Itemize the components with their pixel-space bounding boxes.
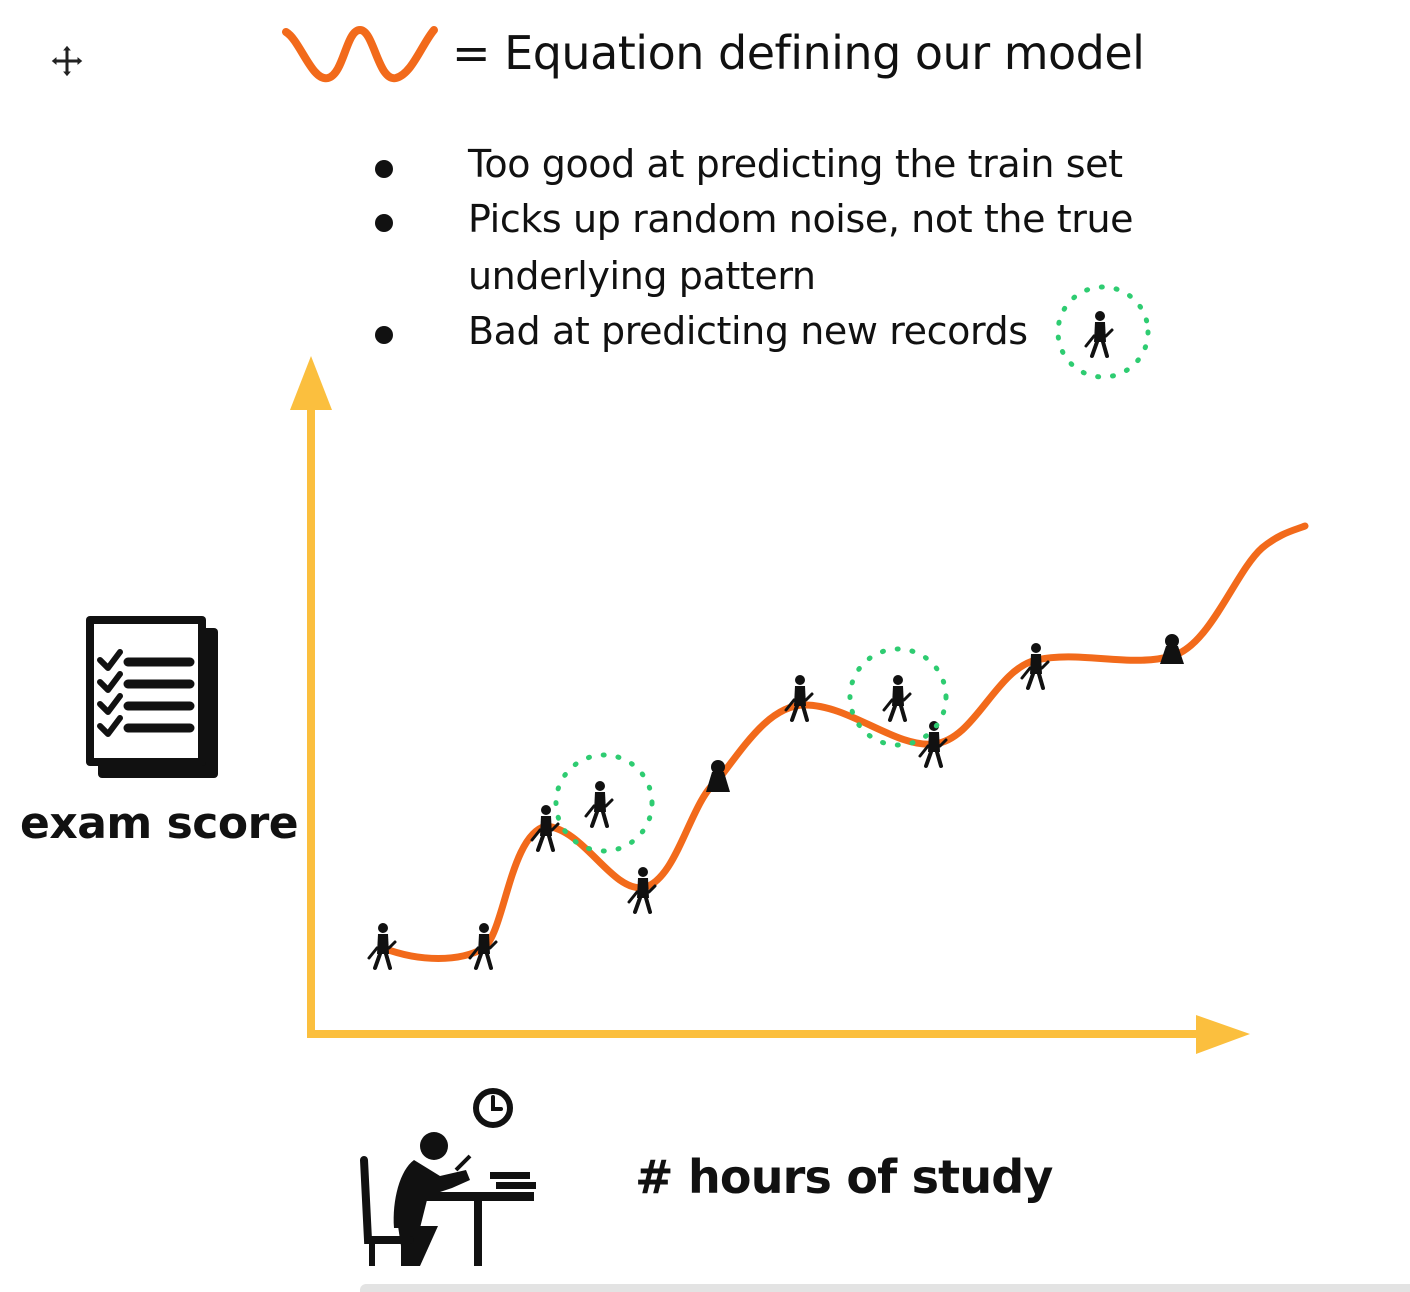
y-axis-label: exam score (20, 798, 299, 849)
legend-wave-icon (282, 25, 438, 83)
bullet-text: Too good at predicting the train set (468, 142, 1123, 186)
student-figure-icon (784, 673, 814, 722)
bullet-text: Picks up random noise, not the true (468, 197, 1134, 241)
legend-label: = Equation defining our model (452, 26, 1145, 80)
exam-checklist-icon (86, 616, 218, 778)
bullet-dot (375, 326, 393, 344)
y-axis (290, 356, 332, 1038)
student-at-desk-icon (360, 1088, 536, 1266)
model-curve (379, 522, 1309, 962)
student-figure-icon (367, 921, 397, 970)
student-figure-icon (882, 673, 912, 722)
x-axis-arrowhead (1196, 1015, 1250, 1054)
bullet-text-continuation: underlying pattern (468, 254, 816, 298)
bullet-dot (375, 214, 393, 232)
x-axis-label: # hours of study (635, 1150, 1053, 1204)
bullet-dot (375, 160, 393, 178)
y-axis-arrowhead (290, 356, 332, 410)
student-figure-icon (1084, 309, 1114, 358)
bullet-text: Bad at predicting new records (468, 309, 1028, 353)
x-axis (307, 1015, 1250, 1054)
new-record-highlight (847, 646, 949, 748)
move-cursor-icon[interactable] (50, 44, 84, 78)
new-record-highlight (1055, 284, 1151, 380)
horizontal-scrollbar[interactable] (360, 1284, 1410, 1292)
student-figure-icon (706, 760, 730, 792)
new-record-highlight (553, 752, 655, 854)
student-figure-icon (1160, 634, 1184, 664)
student-figure-icon (584, 779, 614, 828)
